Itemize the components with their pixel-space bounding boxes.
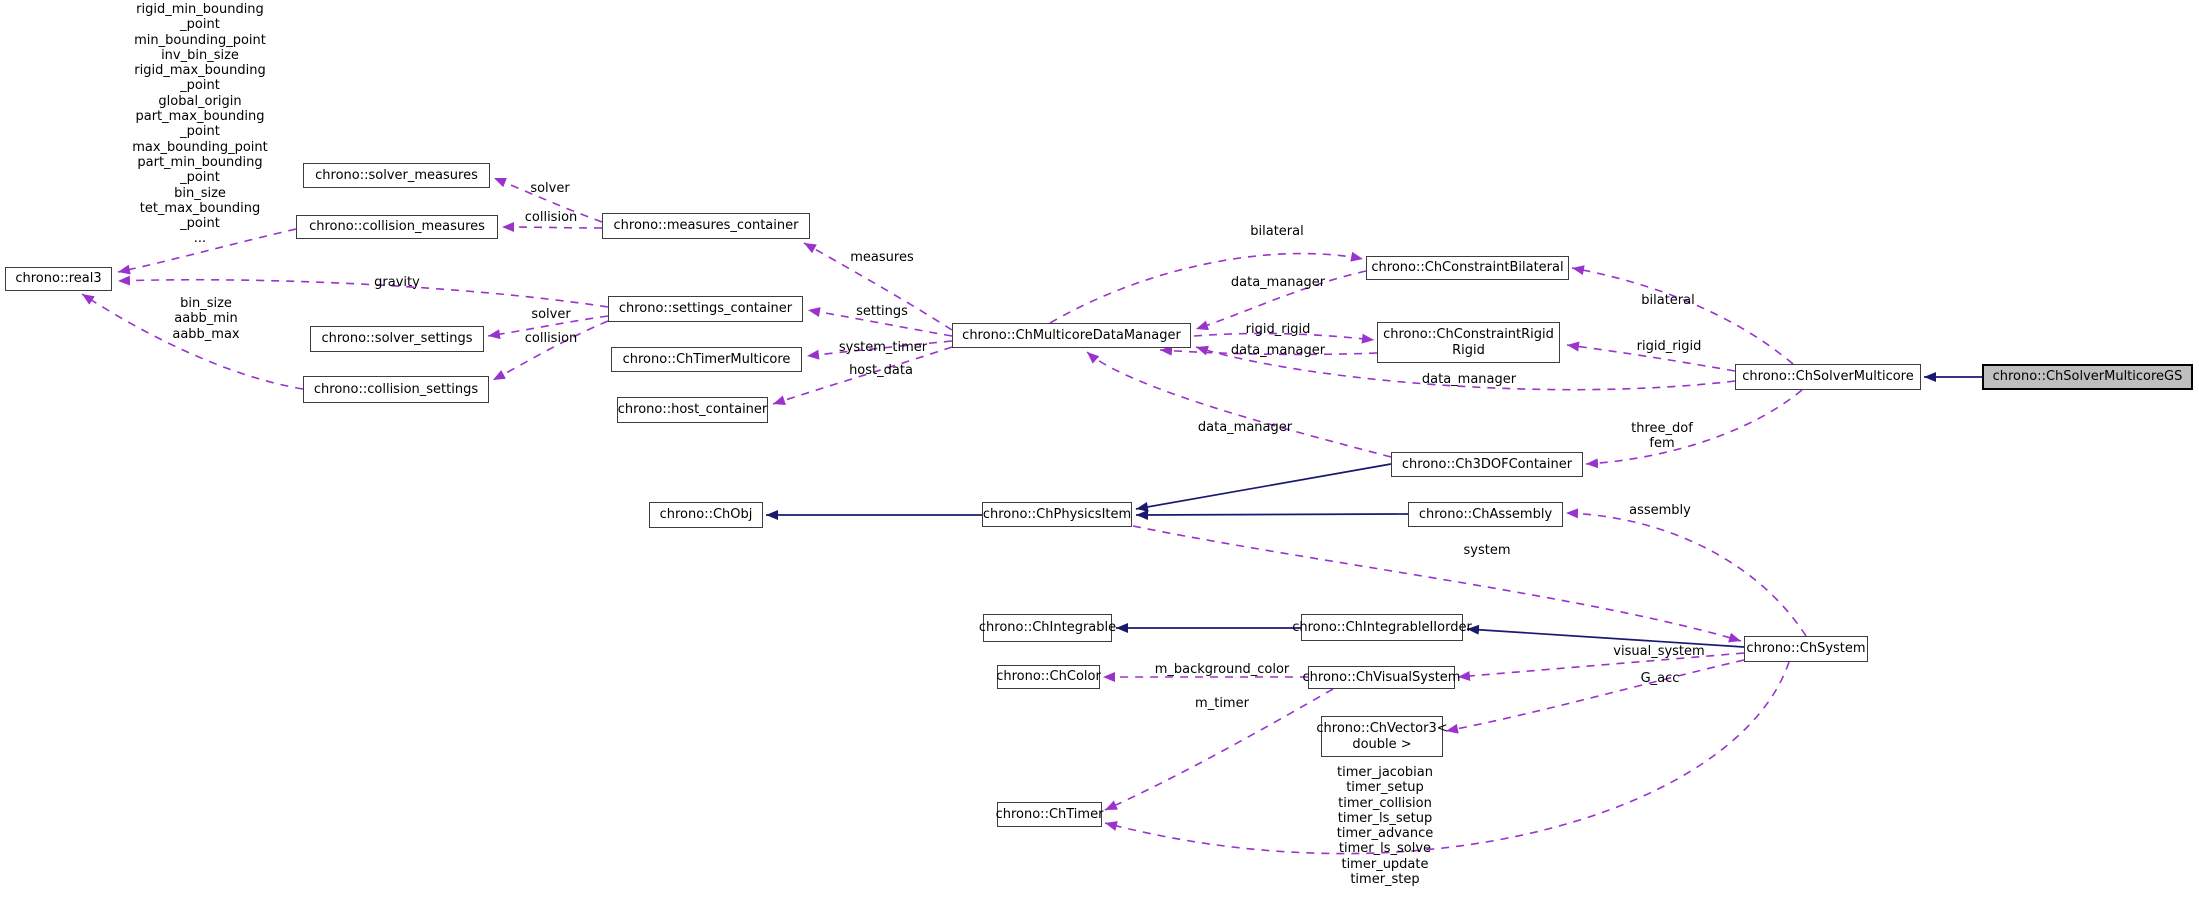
edge-label-system-timer: system_timer: [838, 340, 928, 355]
edge-rigid-rigid-left: [1193, 332, 1375, 344]
edge-3dof-inherits-physicsitem: [1135, 463, 1392, 512]
edge-label-data-manager-solver: data_manager: [1421, 372, 1517, 387]
edge-timers: [1104, 661, 1790, 855]
node-chrono-chvector3-double[interactable]: chrono::ChVector3< double >: [1316, 716, 1448, 757]
edge-system-timer: [806, 340, 953, 360]
edge-label-three-dof-fem: three_dof fem: [1631, 421, 1693, 452]
edge-label-settings: settings: [856, 304, 908, 319]
edge-collision-measures-to-real3: [117, 228, 297, 275]
node-chrono-ch3dofcontainer[interactable]: chrono::Ch3DOFContainer: [1391, 452, 1583, 477]
edge-label-solver-settings: solver: [531, 307, 571, 322]
edge-label-gravity: gravity: [374, 275, 420, 290]
edge-bilateral-left: [1049, 251, 1364, 324]
edge-rigid-rigid-right: [1566, 341, 1736, 372]
edge-label-rigid-rigid-right: rigid_rigid: [1636, 339, 1702, 354]
edge-settings-collision: [492, 320, 609, 381]
edge-label-rigid-rigid-left: rigid_rigid: [1245, 322, 1311, 337]
edge-measures-collision: [501, 222, 603, 233]
edge-settings-solver: [487, 315, 609, 340]
edge-label-measures: measures: [850, 250, 914, 265]
node-chrono-chsolvermulticoregs[interactable]: chrono::ChSolverMulticoreGS: [1982, 364, 2193, 390]
node-chrono-chobj[interactable]: chrono::ChObj: [649, 502, 763, 528]
edge-label-collision-measures-members: rigid_min_bounding _point min_bounding_p…: [132, 2, 268, 247]
edge-label-collision-measures: collision: [524, 210, 578, 225]
edge-label-collision-settings: collision: [524, 331, 578, 346]
node-chrono-collision-settings[interactable]: chrono::collision_settings: [303, 376, 489, 403]
node-chrono-chcolor[interactable]: chrono::ChColor: [996, 665, 1101, 689]
edge-label-data-manager-bilateral: data_manager: [1230, 275, 1326, 290]
node-chrono-chintegrableiiorder[interactable]: chrono::ChIntegrableIIorder: [1292, 614, 1472, 641]
edge-label-data-manager-3dof: data_manager: [1197, 420, 1293, 435]
node-chrono-solver-settings[interactable]: chrono::solver_settings: [310, 326, 484, 352]
node-chrono-chmulticoredatamanager[interactable]: chrono::ChMulticoreDataManager: [952, 323, 1191, 348]
edge-system-inherits-iiorder: [1466, 624, 1745, 648]
edge-visual-system: [1457, 652, 1745, 681]
edge-label-g-acc: G_acc: [1640, 671, 1680, 686]
edge-label-bin-aabb: bin_size aabb_min aabb_max: [172, 296, 240, 342]
edge-g-acc: [1445, 659, 1745, 734]
edge-system: [1132, 525, 1742, 643]
edge-three-dof-fem: [1585, 389, 1803, 469]
node-chrono-collision-measures[interactable]: chrono::collision_measures: [296, 215, 498, 239]
edge-data-manager-3dof: [1086, 351, 1392, 458]
edge-label-solver-measures: solver: [530, 181, 570, 196]
edge-label-bilateral-right: bilateral: [1641, 293, 1695, 308]
edge-label-m-timer: m_timer: [1195, 696, 1249, 711]
edge-gravity: [117, 275, 609, 308]
edge-bilateral-right: [1571, 265, 1794, 365]
node-chrono-settings-container[interactable]: chrono::settings_container: [608, 296, 803, 322]
node-chrono-chconstraintrigidrigid[interactable]: chrono::ChConstraintRigid Rigid: [1377, 322, 1560, 363]
edge-label-assembly: assembly: [1629, 503, 1691, 518]
edge-label-bilateral-left: bilateral: [1250, 224, 1304, 239]
edge-label-visual-system: visual_system: [1613, 644, 1705, 659]
node-chrono-chvisualsystem[interactable]: chrono::ChVisualSystem: [1303, 666, 1460, 689]
edge-bin-aabb: [81, 293, 304, 390]
node-chrono-chtimermulticore[interactable]: chrono::ChTimerMulticore: [611, 347, 802, 372]
edge-m-timer: [1104, 688, 1334, 811]
node-chrono-chphysicsitem[interactable]: chrono::ChPhysicsItem: [982, 502, 1132, 527]
node-chrono-chtimer[interactable]: chrono::ChTimer: [996, 802, 1103, 827]
edge-label-m-background-color: m_background_color: [1154, 662, 1290, 677]
node-chrono-chconstraintbilateral[interactable]: chrono::ChConstraintBilateral: [1366, 256, 1569, 280]
node-chrono-chsystem[interactable]: chrono::ChSystem: [1744, 636, 1868, 662]
edge-measures: [803, 242, 953, 331]
node-chrono-host-container[interactable]: chrono::host_container: [617, 397, 768, 423]
node-chrono-chsolvermulticore[interactable]: chrono::ChSolverMulticore: [1735, 364, 1921, 390]
node-chrono-real3[interactable]: chrono::real3: [5, 267, 112, 291]
edge-data-manager-solver: [1195, 345, 1736, 391]
edge-assembly: [1565, 508, 1807, 637]
edge-data-manager-bilateral: [1195, 270, 1367, 331]
edge-label-data-manager-rigid: data_manager: [1230, 343, 1326, 358]
edge-label-system: system: [1463, 543, 1511, 558]
node-chrono-chintegrable[interactable]: chrono::ChIntegrable: [979, 614, 1116, 642]
edge-label-host-data: host_data: [849, 363, 913, 378]
edge-settings: [807, 307, 953, 337]
edge-assembly-inherits-physicsitem: [1135, 509, 1409, 520]
node-chrono-chassembly[interactable]: chrono::ChAssembly: [1408, 502, 1563, 527]
node-chrono-solver-measures[interactable]: chrono::solver_measures: [303, 163, 490, 188]
edge-host-data: [772, 346, 953, 406]
node-chrono-measures-container[interactable]: chrono::measures_container: [602, 213, 810, 239]
edge-label-timers: timer_jacobian timer_setup timer_collisi…: [1336, 765, 1434, 888]
